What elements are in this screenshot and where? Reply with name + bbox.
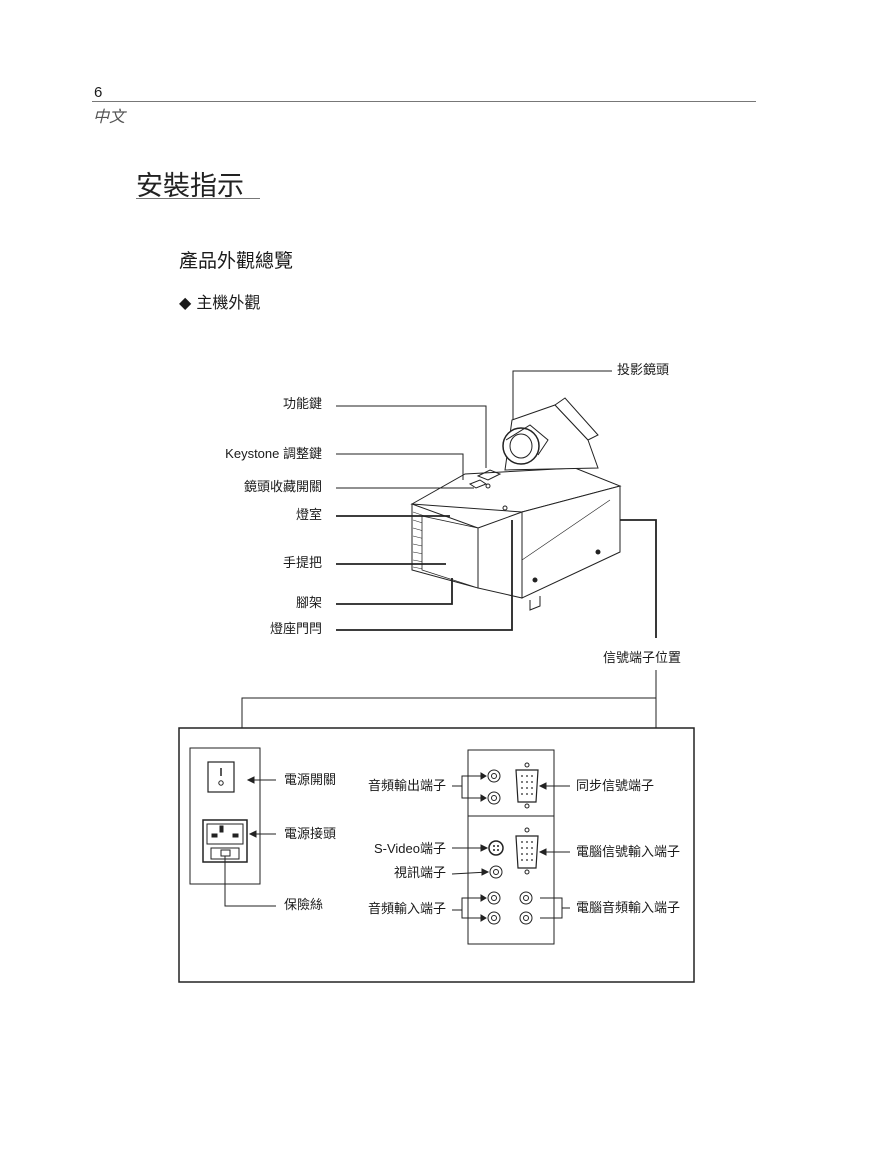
label-pc-signal-in: 電腦信號輸入端子 [576, 845, 681, 860]
label-signal-terminals: 信號端子位置 [603, 651, 682, 666]
projector-illustration [410, 397, 622, 611]
leader-signal-terminals [620, 519, 657, 638]
label-sync-signal: 同步信號端子 [576, 779, 655, 794]
label-power-switch: 電源開關 [284, 773, 337, 788]
page-number: 6 [94, 84, 103, 101]
section-title: 安裝指示 [136, 171, 244, 202]
subsection-title: 產品外觀總覽 [179, 250, 294, 272]
connector-panel [467, 749, 555, 945]
leader-function-keys [336, 405, 487, 468]
label-audio-out: 音頻輸出端子 [367, 779, 446, 794]
label-lamp-housing: 燈室 [295, 508, 322, 523]
title-underline [136, 198, 260, 199]
label-video: 視訊端子 [393, 866, 446, 881]
label-lamp-latch: 燈座門閂 [269, 622, 322, 637]
label-foot: 腳架 [295, 596, 322, 611]
label-lens-cover-switch: 鏡頭收藏開關 [243, 480, 322, 495]
language-label: 中文 [93, 107, 126, 126]
leader-foot [336, 578, 453, 605]
label-s-video: S-Video端子 [373, 841, 446, 856]
label-handle: 手提把 [282, 556, 322, 571]
label-pc-audio-in: 電腦音頻輸入端子 [576, 901, 681, 916]
power-switch-illustration [207, 761, 235, 793]
leader-lamp-latch [336, 520, 513, 631]
label-fuse: 保險絲 [284, 898, 324, 913]
label-function-keys: 功能鍵 [282, 397, 322, 412]
header-rule [92, 101, 756, 102]
leader-lens [512, 370, 612, 420]
label-keystone: Keystone 調整鍵 [225, 446, 322, 461]
bullet-heading: ◆ 主機外觀 [179, 293, 261, 312]
label-power-socket: 電源接頭 [284, 827, 337, 842]
label-audio-in: 音頻輸入端子 [367, 902, 446, 917]
terminal-panel-frame [178, 727, 695, 983]
leader-keystone [336, 453, 464, 480]
label-lens: 投影鏡頭 [617, 363, 670, 378]
